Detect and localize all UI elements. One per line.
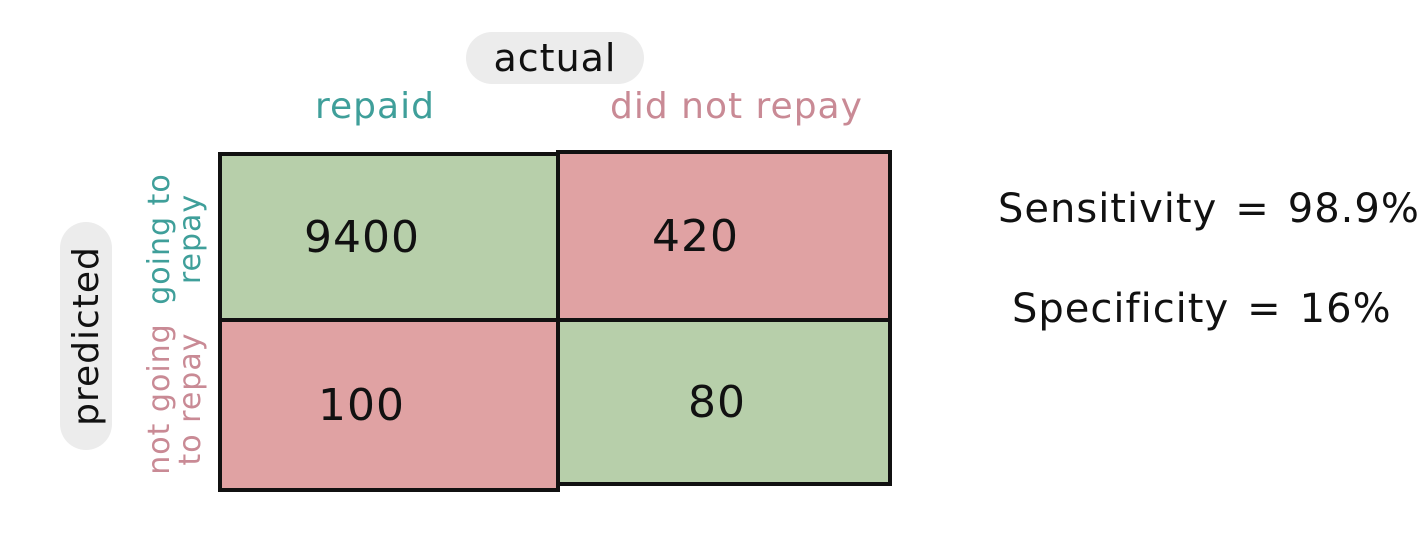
row-label-line1: not going: [142, 323, 177, 475]
specificity-label: Specificity: [1012, 286, 1230, 332]
row-label-not-going-to-repay: not going to repay: [142, 314, 208, 484]
sensitivity-value: 98.9%: [1287, 186, 1420, 232]
cell-false-positive: 420: [556, 150, 892, 322]
row-label-line2: repay: [173, 193, 208, 285]
equals-sign: =: [1247, 286, 1282, 332]
column-label-did-not-repay: did not repay: [610, 86, 863, 127]
cell-true-positive: 9400: [218, 152, 560, 322]
column-label-repaid: repaid: [315, 86, 435, 127]
predicted-label-text: predicted: [65, 246, 107, 426]
sensitivity-label: Sensitivity: [998, 186, 1218, 232]
sensitivity-metric: Sensitivity = 98.9%: [998, 186, 1420, 232]
cell-true-negative: 80: [556, 318, 892, 486]
cell-value: 80: [688, 376, 746, 428]
row-label-going-to-repay: going to repay: [142, 154, 208, 324]
specificity-value: 16%: [1299, 286, 1392, 332]
row-label-line1: going to: [142, 173, 177, 305]
specificity-metric: Specificity = 16%: [1012, 286, 1392, 332]
predicted-axis-label: predicted: [60, 222, 112, 450]
cell-value: 100: [318, 379, 405, 431]
cell-value: 420: [652, 210, 739, 262]
cell-false-negative: 100: [218, 318, 560, 492]
equals-sign: =: [1235, 186, 1270, 232]
cell-value: 9400: [304, 211, 420, 263]
actual-label-text: actual: [493, 36, 617, 80]
row-label-line2: to repay: [173, 332, 208, 466]
actual-axis-label: actual: [466, 32, 644, 84]
